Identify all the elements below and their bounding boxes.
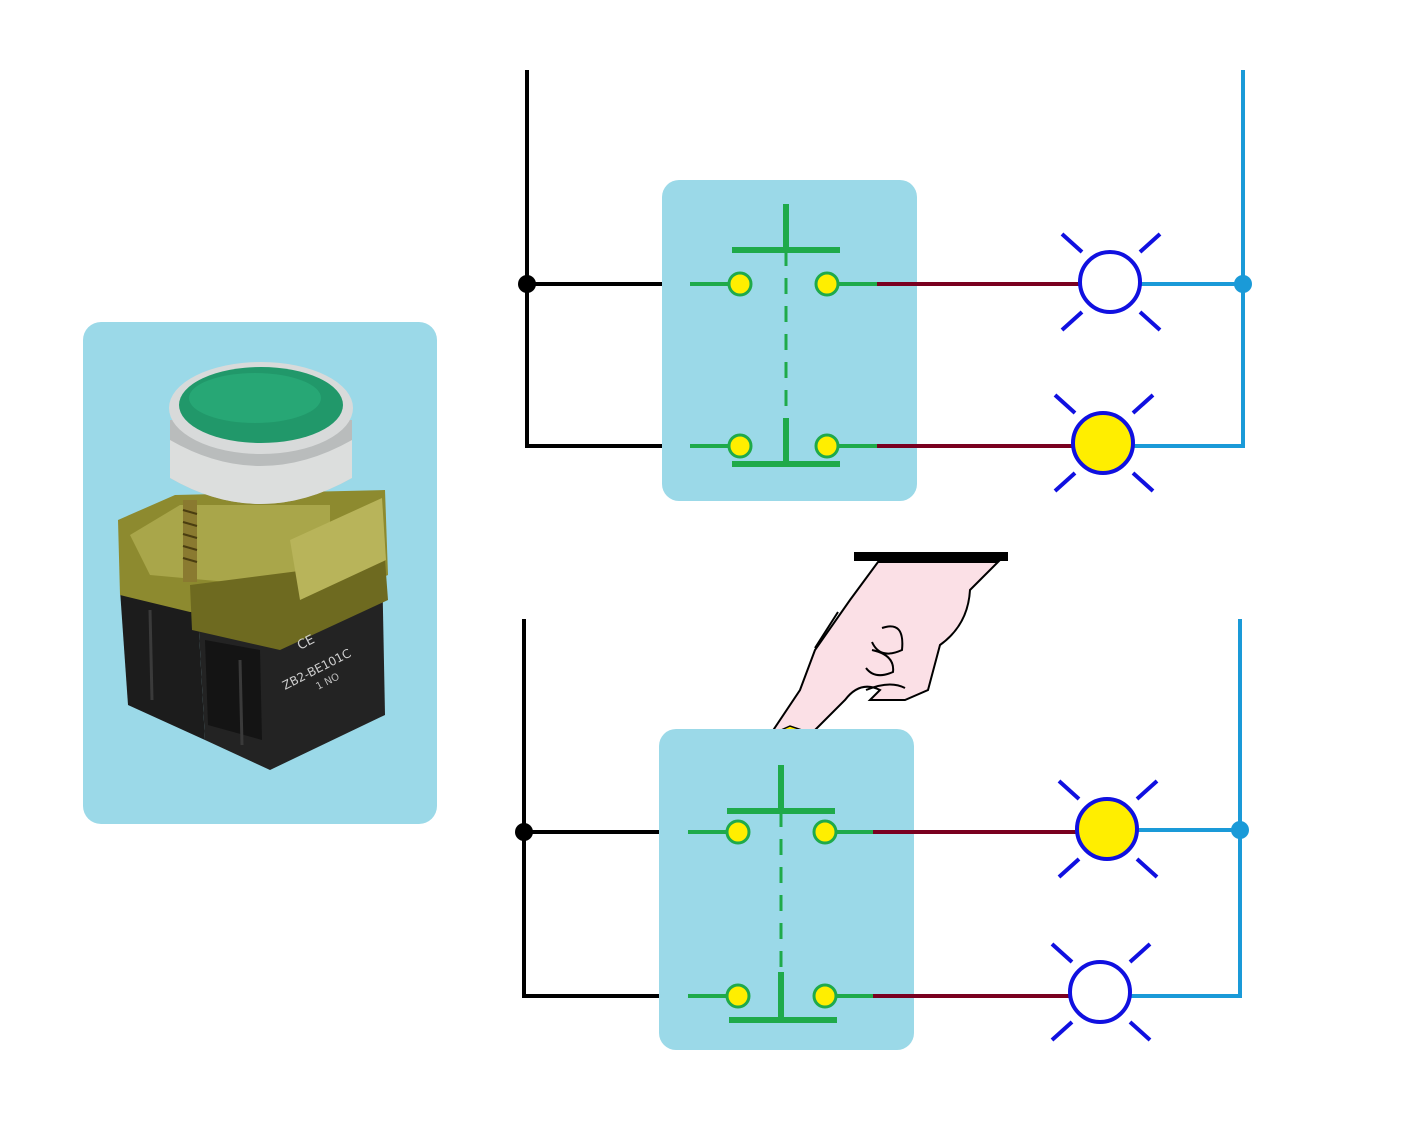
- lamp-on: [1053, 393, 1155, 493]
- junction-node-left: [515, 823, 533, 841]
- hand-cuff-bar: [854, 552, 1008, 561]
- supply-line-left: [525, 70, 690, 448]
- normally-closed-contact: [732, 418, 840, 467]
- return-line-right: [1131, 619, 1242, 998]
- terminal: [727, 271, 753, 297]
- lamp-on: [1057, 779, 1159, 879]
- circuit-pressed: [515, 619, 1249, 1050]
- switch-panel-released: [662, 180, 917, 501]
- terminal: [812, 819, 838, 845]
- device-label-ce: CE: [295, 632, 317, 653]
- terminal: [814, 271, 840, 297]
- lamp-off: [1050, 942, 1152, 1042]
- terminal: [812, 983, 838, 1009]
- lamp-off: [1060, 232, 1162, 332]
- terminal: [725, 983, 751, 1009]
- terminal: [725, 819, 751, 845]
- switch-panel-pressed: [659, 729, 914, 1050]
- supply-line-left: [522, 619, 688, 998]
- pressing-hand-illustration: [768, 552, 1008, 754]
- terminal: [814, 433, 840, 459]
- return-line-right: [1133, 70, 1245, 448]
- normally-closed-contact: [729, 972, 837, 1023]
- hand-shape: [768, 561, 1001, 754]
- pushbutton-photo-panel: CE ZB2-BE101C 1 NO: [83, 322, 437, 824]
- terminal: [727, 433, 753, 459]
- pushbutton-device-illustration: CE ZB2-BE101C 1 NO: [118, 362, 388, 770]
- junction-node-left: [518, 275, 536, 293]
- junction-node-right: [1231, 821, 1249, 839]
- circuit-released: [518, 70, 1252, 501]
- junction-node-right: [1234, 275, 1252, 293]
